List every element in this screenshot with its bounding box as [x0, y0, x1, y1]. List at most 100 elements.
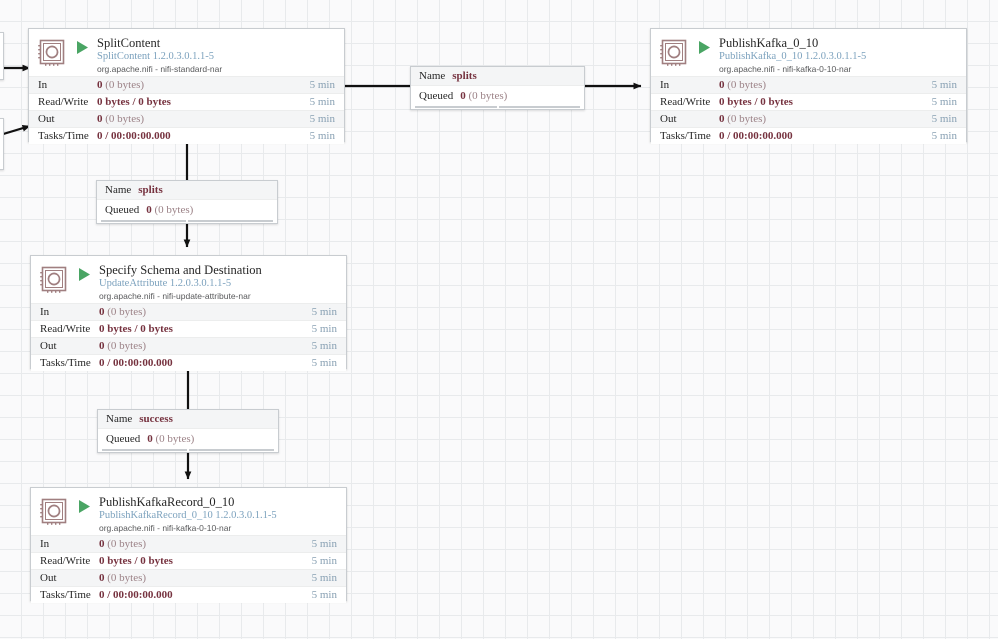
processor-name: Specify Schema and Destination [99, 263, 262, 277]
stat-value-tasks-time: 0 / 00:00:00.000 [719, 130, 793, 142]
stat-row-read-write: Read/Write 0 bytes / 0 bytes 5 min [29, 93, 344, 110]
stat-time-tasks-time: 5 min [311, 589, 337, 601]
connection-name-key: Name [419, 70, 446, 82]
processor-type: UpdateAttribute 1.2.0.3.0.1.1-5 [99, 278, 232, 289]
stat-label-out: Out [40, 572, 57, 584]
stat-time-tasks-time: 5 min [311, 357, 337, 369]
processor-header: Specify Schema and Destination UpdateAtt… [31, 256, 346, 303]
processor-chip-icon [40, 266, 67, 293]
connection-name-key: Name [105, 184, 132, 196]
processor-name: PublishKafkaRecord_0_10 [99, 495, 235, 509]
stat-time-read-write: 5 min [311, 323, 337, 335]
connection-name-row: Name splits [97, 181, 277, 200]
connection-name-key: Name [106, 413, 133, 425]
processor-header: PublishKafka_0_10 PublishKafka_0_10 1.2.… [651, 29, 966, 76]
stat-row-tasks-time: Tasks/Time 0 / 00:00:00.000 5 min [31, 586, 346, 603]
stat-value-in: 0 (0 bytes) [719, 79, 767, 91]
stat-value-in: 0 (0 bytes) [99, 306, 147, 318]
connection-footer-bar [411, 105, 584, 109]
stat-row-tasks-time: Tasks/Time 0 / 00:00:00.000 5 min [31, 354, 346, 371]
processor-bundle: org.apache.nifi - nifi-kafka-0-10-nar [99, 523, 232, 533]
connection-queued-value: 0 (0 bytes) [460, 89, 508, 102]
stat-label-in: In [40, 306, 50, 318]
connector-inbound-lower[interactable] [0, 124, 31, 137]
stat-time-read-write: 5 min [311, 555, 337, 567]
footer-segment [101, 220, 186, 222]
processor-name: SplitContent [97, 36, 161, 50]
connection-queued-value: 0 (0 bytes) [147, 432, 195, 445]
stat-label-in: In [40, 538, 50, 550]
processor-name: PublishKafka_0_10 [719, 36, 819, 50]
stat-label-read-write: Read/Write [40, 323, 91, 335]
footer-segment [102, 449, 187, 451]
stat-row-in: In 0 (0 bytes) 5 min [31, 303, 346, 320]
stat-label-in: In [660, 79, 670, 91]
stat-row-tasks-time: Tasks/Time 0 / 00:00:00.000 5 min [651, 127, 966, 144]
connection-name-value: splits [452, 70, 477, 82]
connection-name-value: splits [138, 184, 163, 196]
connection-queued-value: 0 (0 bytes) [146, 203, 194, 216]
stat-row-in: In 0 (0 bytes) 5 min [651, 76, 966, 93]
offscreen-component-lower-left[interactable] [0, 118, 4, 170]
stat-row-out: Out 0 (0 bytes) 5 min [31, 569, 346, 586]
connection-footer-bar [98, 448, 278, 452]
connection-queued-key: Queued [105, 203, 140, 216]
connection-queued-row: Queued 0 (0 bytes) [411, 86, 584, 105]
stat-label-out: Out [660, 113, 677, 125]
stat-label-tasks-time: Tasks/Time [38, 130, 89, 142]
connection-queued-row: Queued 0 (0 bytes) [98, 429, 278, 448]
processor-split-content[interactable]: SplitContent SplitContent 1.2.0.3.0.1.1-… [28, 28, 345, 144]
processor-titles: SplitContent SplitContent 1.2.0.3.0.1.1-… [97, 36, 336, 75]
connection-name-row: Name success [98, 410, 278, 429]
run-status-play-icon[interactable] [76, 266, 93, 283]
stat-row-read-write: Read/Write 0 bytes / 0 bytes 5 min [31, 320, 346, 337]
stat-time-out: 5 min [311, 340, 337, 352]
stat-label-tasks-time: Tasks/Time [660, 130, 711, 142]
stat-row-read-write: Read/Write 0 bytes / 0 bytes 5 min [31, 552, 346, 569]
connection-queued-row: Queued 0 (0 bytes) [97, 200, 277, 219]
processor-bundle: org.apache.nifi - nifi-standard-nar [97, 64, 223, 74]
stat-row-tasks-time: Tasks/Time 0 / 00:00:00.000 5 min [29, 127, 344, 144]
stat-value-out: 0 (0 bytes) [99, 340, 147, 352]
processor-header: PublishKafkaRecord_0_10 PublishKafkaReco… [31, 488, 346, 535]
connection-label-success-to-kafka-record[interactable]: Name success Queued 0 (0 bytes) [97, 409, 279, 453]
stat-label-read-write: Read/Write [38, 96, 89, 108]
processor-chip-icon [38, 39, 65, 66]
stat-row-out: Out 0 (0 bytes) 5 min [29, 110, 344, 127]
stat-time-read-write: 5 min [931, 96, 957, 108]
processor-specify-schema-and-destination[interactable]: Specify Schema and Destination UpdateAtt… [30, 255, 347, 371]
stat-time-in: 5 min [309, 79, 335, 91]
connection-footer-bar [97, 219, 277, 223]
stat-time-out: 5 min [931, 113, 957, 125]
stat-time-in: 5 min [311, 306, 337, 318]
stat-time-read-write: 5 min [309, 96, 335, 108]
stat-label-out: Out [38, 113, 55, 125]
connection-label-splits-to-kafka[interactable]: Name splits Queued 0 (0 bytes) [410, 66, 585, 110]
footer-segment [189, 449, 274, 451]
run-status-play-icon[interactable] [74, 39, 91, 56]
processor-type: PublishKafkaRecord_0_10 1.2.0.3.0.1.1-5 [99, 510, 277, 521]
stat-row-out: Out 0 (0 bytes) 5 min [31, 337, 346, 354]
stat-time-tasks-time: 5 min [309, 130, 335, 142]
run-status-play-icon[interactable] [696, 39, 713, 56]
connection-name-row: Name splits [411, 67, 584, 86]
processor-publish-kafka-0-10[interactable]: PublishKafka_0_10 PublishKafka_0_10 1.2.… [650, 28, 967, 144]
stat-time-in: 5 min [311, 538, 337, 550]
processor-header: SplitContent SplitContent 1.2.0.3.0.1.1-… [29, 29, 344, 76]
connection-label-splits-to-update[interactable]: Name splits Queued 0 (0 bytes) [96, 180, 278, 224]
run-status-play-icon[interactable] [76, 498, 93, 515]
processor-publish-kafka-record-0-10[interactable]: PublishKafkaRecord_0_10 PublishKafkaReco… [30, 487, 347, 603]
processor-titles: PublishKafka_0_10 PublishKafka_0_10 1.2.… [719, 36, 958, 75]
stat-time-out: 5 min [309, 113, 335, 125]
footer-segment [415, 106, 497, 108]
stat-row-in: In 0 (0 bytes) 5 min [29, 76, 344, 93]
stat-time-tasks-time: 5 min [931, 130, 957, 142]
offscreen-component-upper-left[interactable] [0, 32, 4, 80]
processor-type: PublishKafka_0_10 1.2.0.3.0.1.1-5 [719, 51, 867, 62]
stat-value-read-write: 0 bytes / 0 bytes [99, 555, 173, 567]
connection-queued-key: Queued [419, 89, 454, 102]
stat-value-out: 0 (0 bytes) [97, 113, 145, 125]
stat-value-read-write: 0 bytes / 0 bytes [99, 323, 173, 335]
stat-label-out: Out [40, 340, 57, 352]
